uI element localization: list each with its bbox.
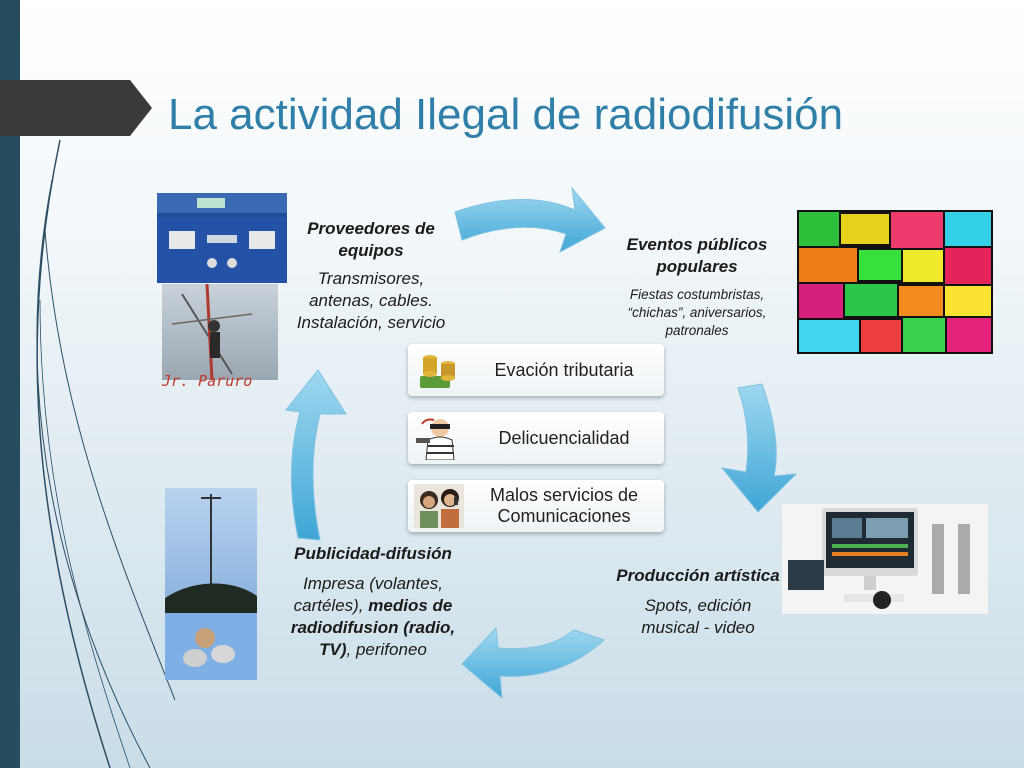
effect-card-servicios: Malos servicios de Comunicaciones	[408, 480, 664, 532]
tower-speakers-photo	[165, 488, 257, 680]
effect-card-evasion: Evación tributaria	[408, 344, 664, 396]
editing-studio-photo	[782, 504, 988, 614]
left-accent-bar	[0, 0, 20, 768]
decorative-curves	[36, 139, 176, 768]
eventos-heading: Eventos públicos populares	[626, 235, 768, 276]
eventos-body: Fiestas costumbristas, “chichas”, aniver…	[627, 287, 767, 338]
effect-label: Malos servicios de Comunicaciones	[489, 485, 639, 526]
eventos-box: Eventos públicos populares Fiestas costu…	[606, 234, 788, 340]
photo-caption: Jr. Paruro	[162, 372, 253, 390]
title-tab-arrow	[0, 80, 152, 136]
proveedores-heading: Proveedores de equipos	[307, 219, 435, 260]
produccion-heading: Producción artística	[616, 566, 780, 585]
publicidad-body-pre: Impresa (volantes, cartéles),	[293, 574, 443, 615]
effect-label: Delicuencialidad	[498, 427, 630, 448]
thief-icon	[416, 418, 455, 460]
effect-label: Evación tributaria	[494, 359, 634, 380]
posters-photo	[797, 210, 993, 354]
produccion-box: Producción artística Spots, edición musi…	[614, 565, 782, 639]
proveedores-body: Transmisores, antenas, cables. Instalaci…	[296, 269, 446, 332]
publicidad-body: Impresa (volantes, cartéles), medios de …	[276, 573, 470, 661]
slide-title: La actividad Ilegal de radiodifusión	[168, 90, 844, 139]
publicidad-heading: Publicidad-difusión	[294, 544, 452, 563]
people-phone-icon	[414, 484, 464, 528]
proveedores-box: Proveedores de equipos Transmisores, ant…	[288, 218, 454, 334]
money-icon	[420, 355, 455, 388]
publicidad-body-post: , perifoneo	[346, 640, 427, 659]
transmitter-photo	[157, 193, 287, 283]
produccion-body: Spots, edición musical - video	[641, 596, 755, 637]
publicidad-box: Publicidad-difusión Impresa (volantes, c…	[276, 543, 470, 661]
effect-card-delincuencia: Delicuencialidad	[408, 412, 664, 464]
transmitter-icon	[157, 193, 287, 283]
publicidad-body-bold: medios de radiodifusion (radio, TV)	[290, 596, 456, 659]
antenna-worker-photo	[162, 284, 278, 380]
